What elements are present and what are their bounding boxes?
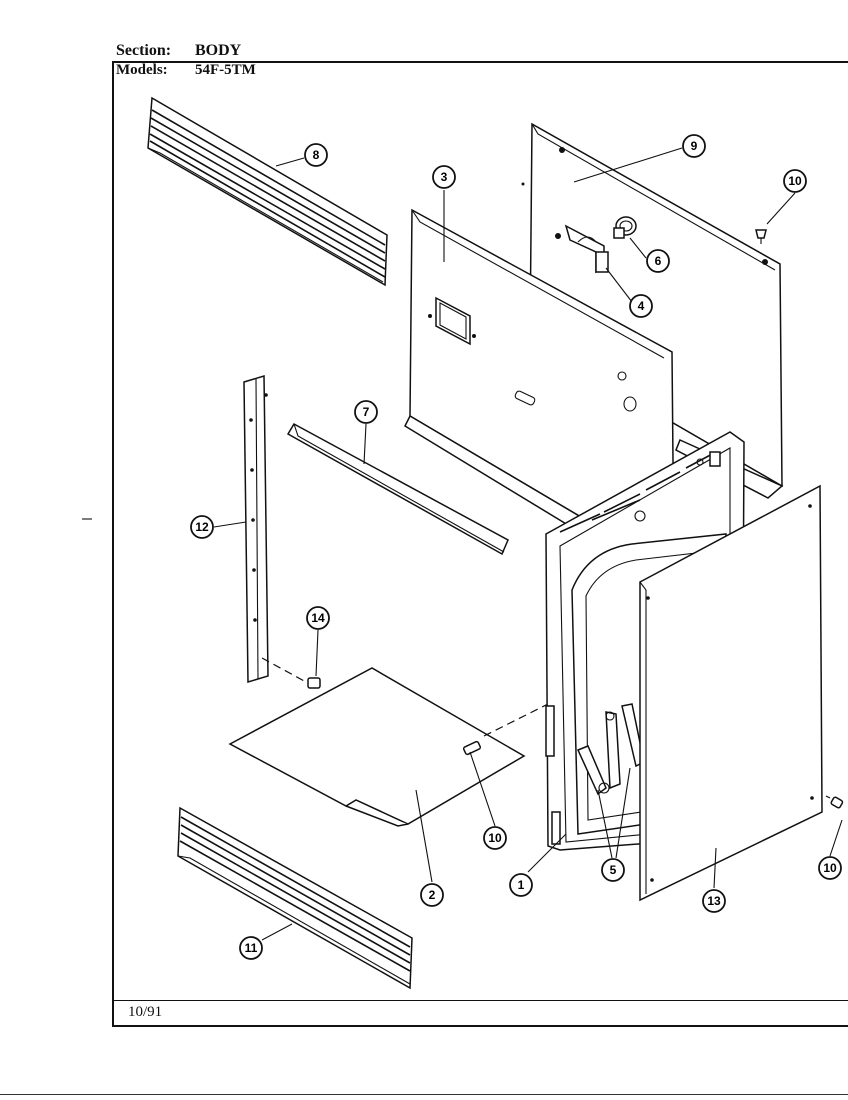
part-bottom-panel xyxy=(228,667,526,827)
callout-12-label: 12 xyxy=(195,520,209,534)
part-hinges xyxy=(576,703,645,796)
diagram-frame xyxy=(112,61,848,1027)
callout-4: 4 xyxy=(629,294,653,318)
part-side-strip xyxy=(243,374,269,684)
callout-13: 13 xyxy=(702,889,726,913)
callout-10-bottom: 10 xyxy=(483,826,507,850)
callout-11: 11 xyxy=(239,936,263,960)
leader-lines xyxy=(213,147,843,941)
callout-2-label: 2 xyxy=(429,888,436,902)
callout-3-label: 3 xyxy=(441,170,448,184)
callout-10-bottom-label: 10 xyxy=(488,831,502,845)
callout-6-label: 6 xyxy=(655,254,662,268)
callout-6: 6 xyxy=(646,249,670,273)
callout-7-label: 7 xyxy=(363,405,370,419)
part-screw-10-top xyxy=(755,229,767,244)
callout-4-label: 4 xyxy=(638,299,645,313)
callout-2: 2 xyxy=(420,883,444,907)
callout-8-label: 8 xyxy=(313,148,320,162)
section-value: BODY xyxy=(195,42,242,59)
callout-5-label: 5 xyxy=(610,863,617,877)
callout-9-label: 9 xyxy=(691,139,698,153)
part-bracket xyxy=(555,224,609,274)
part-screw-14 xyxy=(261,657,321,689)
callout-11-label: 11 xyxy=(245,941,258,955)
part-screw-10-bottom xyxy=(462,703,549,756)
callout-10-right: 10 xyxy=(818,856,842,880)
callout-7: 7 xyxy=(354,400,378,424)
callout-5: 5 xyxy=(601,858,625,882)
callout-8: 8 xyxy=(304,143,328,167)
callout-14-label: 14 xyxy=(311,611,325,625)
footer-date: 10/91 xyxy=(128,1004,163,1020)
callout-12: 12 xyxy=(190,515,214,539)
part-screw-10-right xyxy=(825,795,844,809)
callout-3: 3 xyxy=(432,165,456,189)
models-label: Models: xyxy=(116,62,168,78)
callout-13-label: 13 xyxy=(707,894,721,908)
part-bottom-vent-grille xyxy=(177,806,413,990)
page-bottom-rule xyxy=(0,1094,848,1095)
callout-1-label: 1 xyxy=(518,878,525,892)
callout-10-top-label: 10 xyxy=(788,174,802,188)
callout-14: 14 xyxy=(306,606,330,630)
callout-10-right-label: 10 xyxy=(823,861,837,875)
callout-1: 1 xyxy=(509,873,533,897)
part-trim-strip xyxy=(286,422,509,556)
footer-rule xyxy=(114,1000,848,1001)
callout-9: 9 xyxy=(682,134,706,158)
part-top-vent-grille xyxy=(147,96,388,287)
part-side-panel xyxy=(639,484,823,902)
models-value: 54F-5TM xyxy=(195,62,256,78)
section-label: Section: xyxy=(116,42,172,59)
callout-10-top: 10 xyxy=(783,169,807,193)
part-connector xyxy=(613,216,637,239)
